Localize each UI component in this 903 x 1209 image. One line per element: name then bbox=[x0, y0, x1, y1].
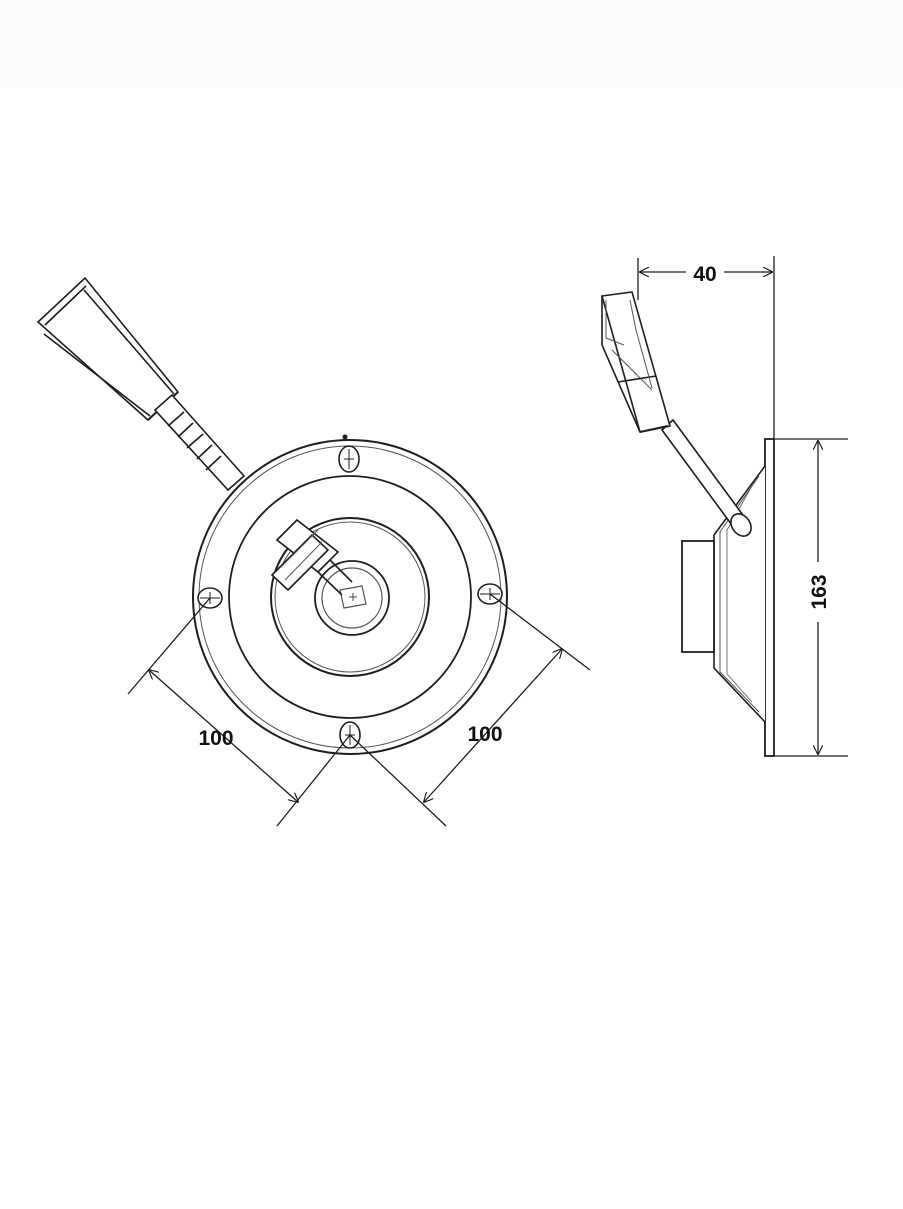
side-lever-handle bbox=[600, 291, 672, 433]
side-dimension-height bbox=[775, 438, 848, 757]
mounting-hole-top bbox=[338, 445, 360, 473]
inner-housing bbox=[270, 517, 430, 677]
side-dimension-height-label: 163 bbox=[808, 574, 831, 609]
inner-housing-edge bbox=[274, 521, 426, 673]
top-background-band bbox=[0, 0, 903, 88]
hub-outer bbox=[314, 560, 390, 636]
side-front-cap bbox=[681, 540, 715, 653]
side-view bbox=[600, 291, 775, 757]
side-dimension-depth-label: 40 bbox=[693, 263, 716, 286]
front-view bbox=[36, 276, 508, 755]
front-dimension-left-label: 100 bbox=[198, 727, 233, 750]
side-dimension-depth bbox=[637, 256, 775, 440]
lever-handle bbox=[36, 276, 180, 422]
side-back-plate bbox=[764, 438, 775, 757]
front-dimension-right bbox=[349, 593, 591, 827]
front-dimension-right-label: 100 bbox=[467, 723, 502, 746]
front-dimension-left bbox=[127, 597, 351, 827]
side-lever-shaft bbox=[660, 418, 752, 537]
middle-ring bbox=[228, 475, 472, 719]
inner-lever-arm bbox=[270, 518, 353, 596]
hub-inner bbox=[321, 567, 383, 629]
lever-shaft bbox=[153, 393, 246, 492]
